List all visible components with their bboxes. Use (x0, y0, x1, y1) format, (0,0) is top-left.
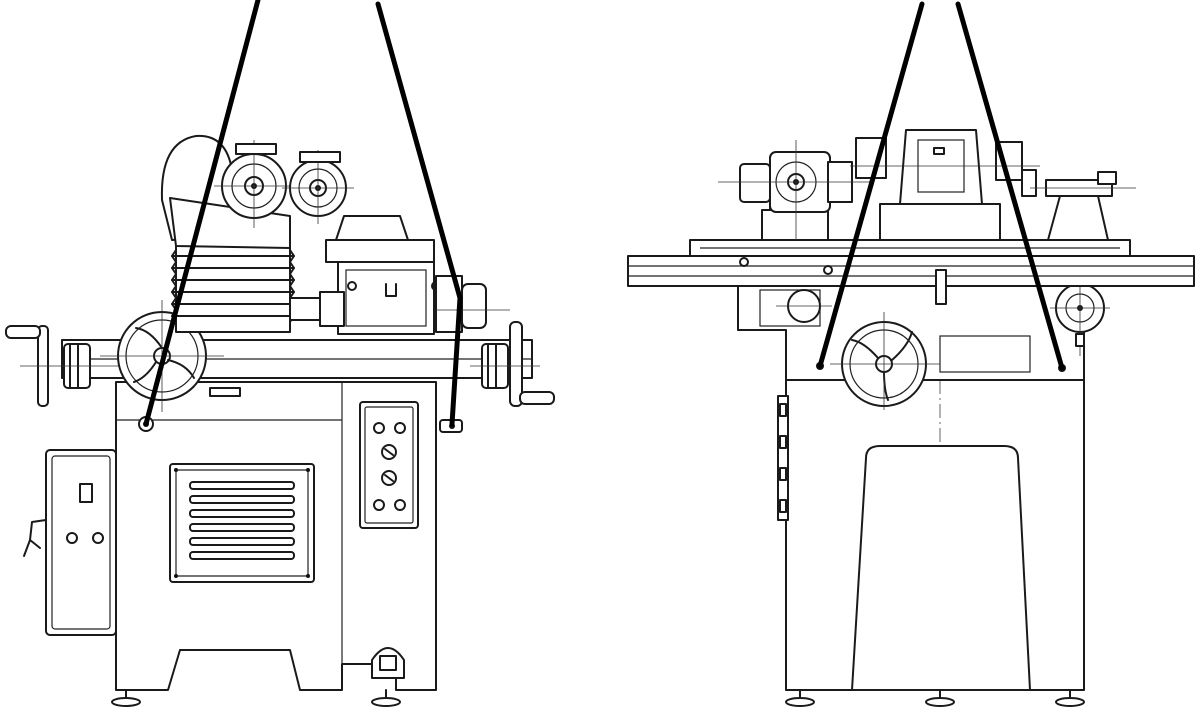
stand-side-buttons (777, 395, 789, 521)
foot-bracket (371, 647, 405, 679)
front-view (627, 1, 1195, 707)
leveling-feet (111, 689, 401, 707)
grinding-head (160, 134, 354, 249)
workhead (718, 140, 870, 241)
ventilation-grille (169, 463, 315, 583)
lifting-slings (143, 0, 463, 427)
right-crank (470, 321, 555, 407)
tailstock (1030, 171, 1136, 241)
front-lifting-slings (817, 1, 1065, 371)
control-panel (359, 401, 419, 529)
side-view (5, 0, 555, 707)
cross-slide (289, 215, 510, 335)
stand-body (785, 140, 1085, 700)
electrical-cabinet (23, 449, 117, 636)
work-table (627, 239, 1195, 305)
front-handwheel (830, 312, 940, 410)
stand-feet (785, 689, 1085, 707)
left-crank (5, 325, 130, 407)
